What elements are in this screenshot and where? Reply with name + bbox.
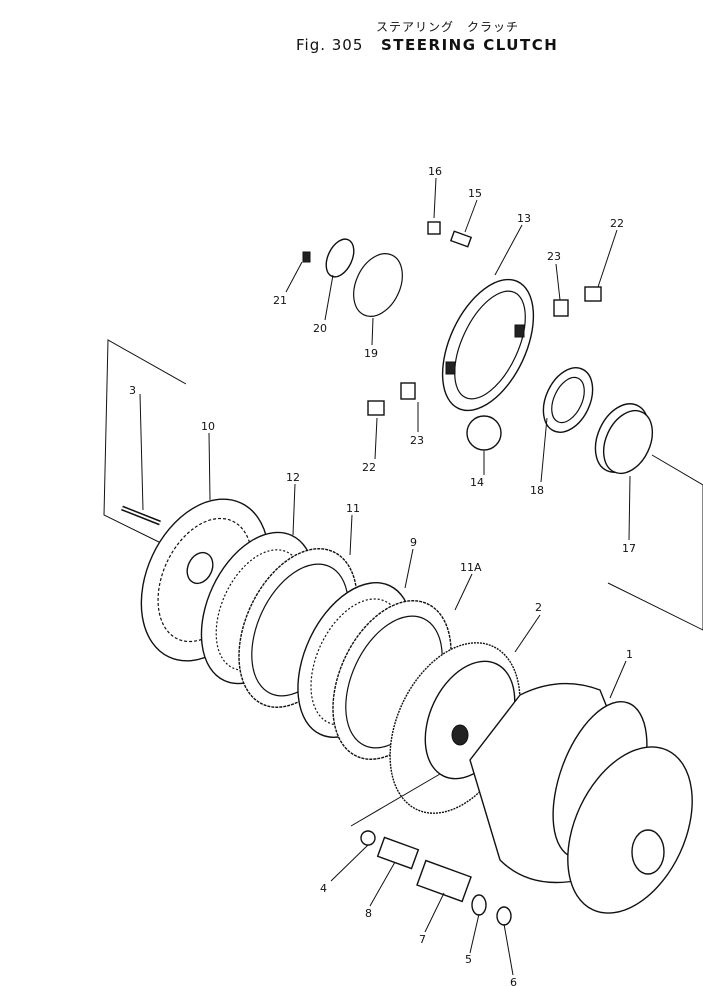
part-15-screw <box>449 230 473 248</box>
title-japanese: ステアリング クラッチ <box>376 20 520 34</box>
callout-16: 16 <box>428 165 442 178</box>
callout-1: 1 <box>626 648 633 661</box>
callout-10: 10 <box>201 420 215 433</box>
part-17-collar <box>594 403 654 475</box>
part-8-spring <box>376 836 420 870</box>
bracket-right <box>607 454 703 631</box>
callout-11A: 11A <box>460 561 482 574</box>
callout-14: 14 <box>470 476 484 489</box>
part-16-nut <box>427 221 441 235</box>
part-5-washer <box>471 894 487 916</box>
part-22-bolt-upper <box>584 286 602 302</box>
callout-7: 7 <box>419 933 426 946</box>
callout-23-lower: 23 <box>410 434 424 447</box>
callout-21: 21 <box>273 294 287 307</box>
part-4-nut <box>360 830 376 846</box>
callout-20: 20 <box>313 322 327 335</box>
part-7-spring <box>416 859 472 903</box>
part-19-snap-ring <box>353 253 403 317</box>
part-22-bolt-lower <box>367 400 385 416</box>
callout-22-lower: 22 <box>362 461 376 474</box>
part-21-screw <box>302 251 311 263</box>
part-6-nut <box>496 906 512 926</box>
callout-2: 2 <box>535 601 542 614</box>
part-14-ball <box>466 415 502 451</box>
callout-22-upper: 22 <box>610 217 624 230</box>
callout-labels: 1 2 3 4 5 6 7 8 9 10 11 11A 12 13 14 15 … <box>129 165 636 986</box>
callout-11: 11 <box>346 502 360 515</box>
part-23-washer-upper <box>553 299 569 317</box>
callout-4: 4 <box>320 882 327 895</box>
callout-6: 6 <box>510 976 517 986</box>
callout-17: 17 <box>622 542 636 555</box>
figure-number: Fig. 305 <box>296 36 364 54</box>
callout-3: 3 <box>129 384 136 397</box>
callout-9: 9 <box>410 536 417 549</box>
bracket-left <box>103 339 187 546</box>
callout-13: 13 <box>517 212 531 225</box>
part-3-pin <box>121 393 161 526</box>
part-20-ring <box>325 238 355 278</box>
callout-19: 19 <box>364 347 378 360</box>
callout-15: 15 <box>468 187 482 200</box>
part-1-drum <box>469 682 693 914</box>
callout-5: 5 <box>465 953 472 966</box>
callout-8: 8 <box>365 907 372 920</box>
leader-lines <box>208 177 631 976</box>
diagram-title: STEERING CLUTCH <box>381 36 559 54</box>
callout-18: 18 <box>530 484 544 497</box>
callout-12: 12 <box>286 471 300 484</box>
part-23-washer-lower <box>400 382 416 400</box>
callout-23-upper: 23 <box>547 250 561 263</box>
part-13-yoke <box>441 278 535 412</box>
part-18-bearing <box>542 367 594 433</box>
